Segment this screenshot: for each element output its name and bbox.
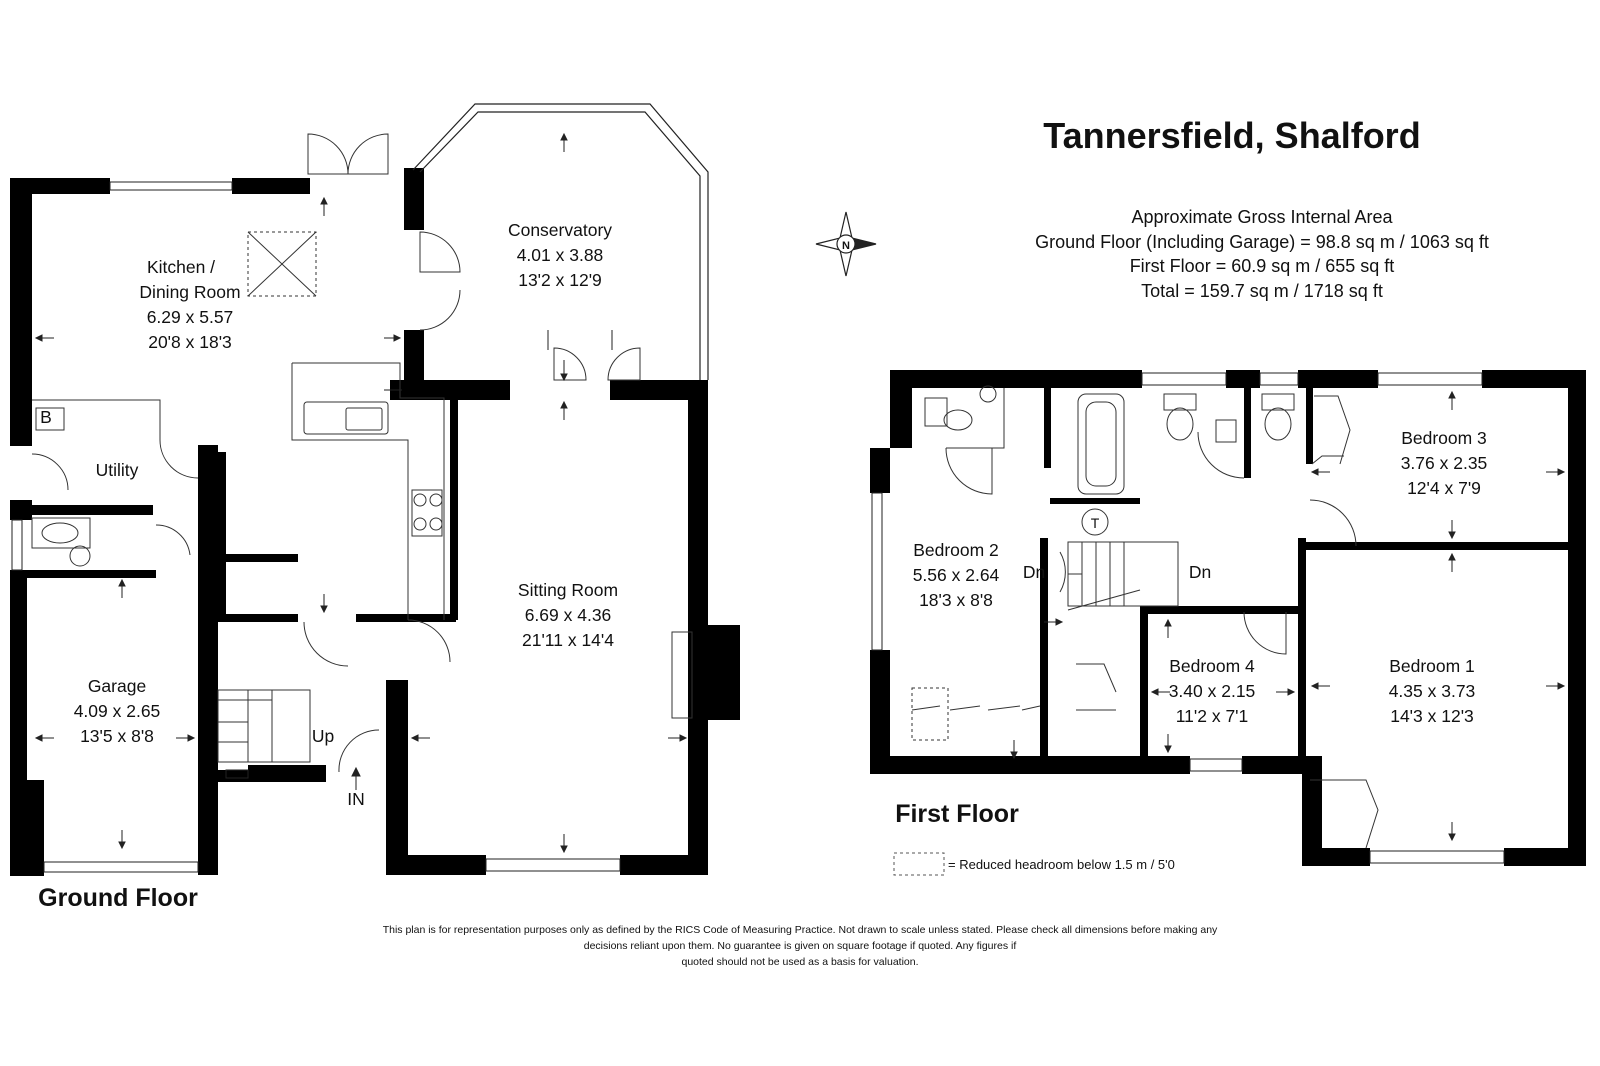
room-name: Garage (88, 676, 146, 696)
room-metric: 3.76 x 2.35 (1401, 453, 1488, 473)
tank-label: T (1091, 515, 1100, 531)
disclaimer-line-2: decisions reliant upon them. No guarante… (584, 940, 1017, 952)
stairs-up-label: Up (312, 726, 334, 746)
disclaimer-line-1: This plan is for representation purposes… (383, 924, 1218, 936)
room-imperial: 18'3 x 8'8 (919, 590, 993, 610)
area-heading: Approximate Gross Internal Area (1131, 207, 1393, 227)
disclaimer-line-3: quoted should not be used as a basis for… (682, 956, 919, 968)
room-name: Conservatory (508, 220, 612, 240)
room-metric: 4.35 x 3.73 (1389, 681, 1476, 701)
room-metric: 4.01 x 3.88 (517, 245, 604, 265)
room-metric: 6.69 x 4.36 (525, 605, 612, 625)
reduced-headroom-swatch (893, 852, 945, 876)
property-title: Tannersfield, Shalford (1043, 115, 1420, 156)
ground-floor-plan: Kitchen / Dining Room 6.29 x 5.57 20'8 x… (10, 103, 740, 912)
room-name: Bedroom 1 (1389, 656, 1475, 676)
stairs-down-label: Dn (1023, 562, 1045, 582)
room-metric: 4.09 x 2.65 (74, 701, 161, 721)
room-metric: 3.40 x 2.15 (1169, 681, 1256, 701)
stairs-down-label: Dn (1189, 562, 1211, 582)
compass-icon: N (815, 211, 877, 277)
room-metric: 6.29 x 5.57 (147, 307, 234, 327)
room-name: Sitting Room (518, 580, 618, 600)
room-imperial: 13'5 x 8'8 (80, 726, 154, 746)
area-ground-floor: Ground Floor (Including Garage) = 98.8 s… (1035, 232, 1489, 252)
room-name: Utility (96, 460, 139, 480)
boiler-label: B (40, 407, 52, 427)
area-first-floor: First Floor = 60.9 sq m / 655 sq ft (1130, 256, 1395, 276)
room-name: Bedroom 3 (1401, 428, 1487, 448)
room-name-line2: Dining Room (139, 282, 240, 302)
entrance-label: IN (347, 789, 365, 809)
room-imperial: 21'11 x 14'4 (522, 630, 614, 650)
room-imperial: 13'2 x 12'9 (518, 270, 602, 290)
compass-label: N (842, 240, 850, 252)
area-total: Total = 159.7 sq m / 1718 sq ft (1141, 281, 1383, 301)
room-imperial: 12'4 x 7'9 (1407, 478, 1481, 498)
first-floor-plan: Bedroom 2 5.56 x 2.64 18'3 x 8'8 Bedroom… (870, 370, 1586, 866)
room-metric: 5.56 x 2.64 (913, 565, 1000, 585)
first-floor-label: First Floor (895, 800, 1019, 828)
ground-floor-label: Ground Floor (38, 884, 198, 912)
room-name: Bedroom 4 (1169, 656, 1255, 676)
legend-text: = Reduced headroom below 1.5 m / 5'0 (948, 857, 1175, 872)
room-imperial: 20'8 x 18'3 (148, 332, 232, 352)
room-imperial: 14'3 x 12'3 (1390, 706, 1474, 726)
room-name: Bedroom 2 (913, 540, 999, 560)
room-name: Kitchen / (147, 257, 215, 277)
room-imperial: 11'2 x 7'1 (1176, 706, 1249, 726)
